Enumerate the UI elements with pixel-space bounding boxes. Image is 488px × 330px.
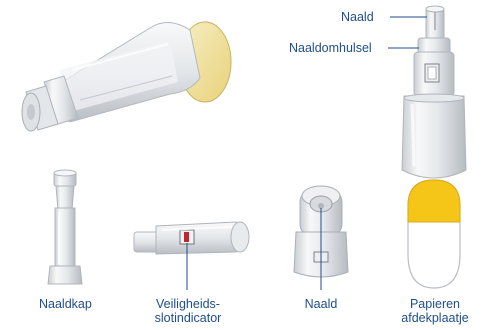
label-naald-bottom: Naald (300, 297, 342, 311)
label-naaldomhulsel: Naaldomhulsel (289, 41, 372, 55)
label-papieren-line2: afdekplaatje (396, 311, 474, 325)
label-veiligheids-line1: Veiligheids- (150, 297, 226, 311)
assembled-needle-large (22, 22, 231, 131)
label-papieren-afdekplaatje: Papieren afdekplaatje (396, 297, 474, 325)
label-papieren-line1: Papieren (396, 297, 474, 311)
safety-indicator-mark (184, 232, 189, 242)
label-naald-top: Naald (341, 10, 374, 24)
needle-bottom-view (294, 186, 348, 290)
label-veiligheidsslotindicator: Veiligheids- slotindicator (150, 297, 226, 325)
label-veiligheids-line2: slotindicator (150, 311, 226, 325)
paper-seal-yellow-band (408, 180, 460, 222)
label-naaldkap: Naaldkap (39, 297, 92, 311)
paper-seal-card (408, 180, 460, 288)
safety-lock-device (134, 222, 249, 290)
needle-with-housing (388, 6, 466, 178)
needle-cap (48, 170, 82, 284)
